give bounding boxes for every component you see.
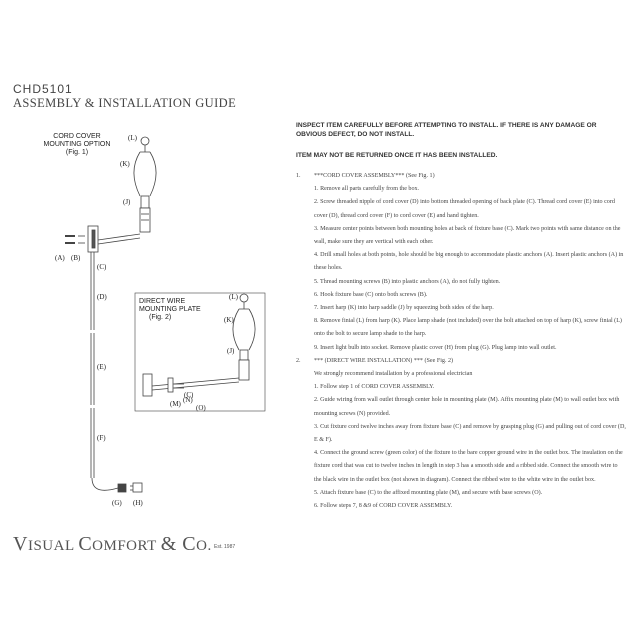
fig1-harp-saddle [140, 195, 150, 209]
figure2-title-line: MOUNTING PLATE [139, 306, 201, 313]
fig2-mounting-plate [167, 377, 174, 393]
warning-block: INSPECT ITEM CAREFULLY BEFORE ATTEMPTING… [296, 121, 616, 172]
fig2-label-o: (O) [196, 404, 206, 412]
warning-no-return: ITEM MAY NOT BE RETURNED ONCE IT HAS BEE… [296, 152, 498, 159]
brand-established: Est. 1987 [214, 544, 236, 550]
fig2-frame [134, 292, 266, 412]
figure2-title: DIRECT WIRE MOUNTING PLATE (Fig. 2) [139, 298, 209, 322]
fig2-label-l: (L) [229, 293, 238, 301]
fig1-label-b: (B) [71, 254, 81, 262]
instructions: 1. ***CORD COVER ASSEMBLY*** (See Fig. 1… [296, 170, 626, 513]
fig1-label-f: (F) [97, 434, 106, 442]
step: 6. Hook fixture base (C) onto both screw… [314, 291, 428, 298]
brand-logo: VISUAL COMFORT & CO. [13, 533, 212, 556]
fig1-harp [133, 151, 157, 197]
fig1-label-c: (C) [97, 263, 107, 271]
fig2-label-j: (J) [227, 347, 235, 355]
fig1-label-h: (H) [133, 499, 143, 507]
figure1-title-line: (Fig. 1) [65, 149, 89, 156]
brand-letter: OMFORT [92, 538, 161, 554]
fig1-label-e: (E) [97, 363, 106, 371]
figure2-title-line: (Fig. 2) [149, 314, 172, 321]
fig2-label-k: (K) [224, 316, 234, 324]
step: 8. Remove finial (L) from harp (K). Plac… [314, 318, 622, 338]
section-direct-wire: 2. *** (DIRECT WIRE INSTALLATION) *** (S… [296, 355, 626, 368]
brand-letter: C [78, 533, 93, 555]
model-number: CHD5101 [13, 82, 73, 96]
step: 5. Attach fixture base (C) to the affixe… [314, 489, 543, 496]
fig1-label-l: (L) [128, 134, 137, 142]
step: 5. Thread mounting screws (B) into plast… [314, 278, 501, 285]
section-number: 1. [296, 173, 301, 179]
step: 1. Follow step 1 of CORD COVER ASSEMBLY. [314, 384, 435, 391]
step: We strongly recommend installation by a … [314, 371, 473, 378]
fig2-base-plate [142, 373, 153, 397]
fig1-label-k: (K) [120, 160, 130, 168]
fig1-label-g: (G) [112, 499, 122, 507]
step: 9. Insert light bulb into socket. Remove… [314, 344, 557, 351]
warning-inspect: INSPECT ITEM CAREFULLY BEFORE ATTEMPTING… [296, 122, 597, 138]
fig1-label-d: (D) [97, 293, 107, 301]
guide-title: ASSEMBLY & INSTALLATION GUIDE [13, 96, 237, 110]
fig1-plug-cover [132, 482, 143, 493]
step: 7. Insert harp (K) into harp saddle (J) … [314, 305, 494, 312]
fig1-plug [117, 483, 127, 493]
brand-letter: ISUAL [27, 538, 79, 554]
fig1-label-j: (J) [123, 198, 131, 206]
section-cord-cover: 1. ***CORD COVER ASSEMBLY*** (See Fig. 1… [296, 170, 626, 183]
figure1-title-line: CORD COVER [53, 133, 101, 140]
section-heading: ***CORD COVER ASSEMBLY*** (See Fig. 1) [314, 173, 435, 179]
fig2-socket [238, 359, 250, 381]
step: 2. Guide wiring from wall outlet through… [314, 397, 620, 417]
step: 2. Screw threaded nipple of cord cover (… [314, 199, 615, 219]
figure1-title: CORD COVER MOUNTING OPTION (Fig. 1) [42, 133, 112, 157]
fig2-harp-saddle [239, 349, 249, 361]
fig1-label-a: (A) [55, 254, 65, 262]
step: 3. Measure center points between both mo… [314, 225, 621, 246]
step: 4. Drill small holes at both points, hol… [314, 252, 624, 272]
figure1-title-line: MOUNTING OPTION [43, 141, 111, 148]
step: 1. Remove all parts carefully from the b… [314, 186, 420, 193]
fig2-label-n: (N) [183, 396, 193, 404]
fig2-label-m: (M) [170, 400, 181, 408]
step: 4. Connect the ground screw (green color… [314, 450, 623, 483]
fig2-finial [239, 293, 249, 303]
figure2-title-line: DIRECT WIRE [139, 298, 186, 305]
fig2-arm [151, 377, 240, 387]
step: 3. Cut fixture cord twelve inches away f… [314, 423, 626, 444]
brand-letter: V [13, 533, 28, 555]
fig2-label-c: (C) [184, 391, 194, 399]
brand-letter: O. [196, 538, 212, 554]
fig1-cord [91, 477, 119, 491]
fig1-arm [97, 233, 141, 241]
fig2-harp [232, 308, 256, 351]
brand-letter: & C [160, 533, 197, 555]
section-heading: *** (DIRECT WIRE INSTALLATION) *** (See … [314, 357, 454, 364]
fig1-finial [140, 136, 150, 146]
section-number: 2. [296, 357, 301, 364]
step: 6. Follow steps 7, 8 &9 of CORD COVER AS… [314, 503, 453, 510]
